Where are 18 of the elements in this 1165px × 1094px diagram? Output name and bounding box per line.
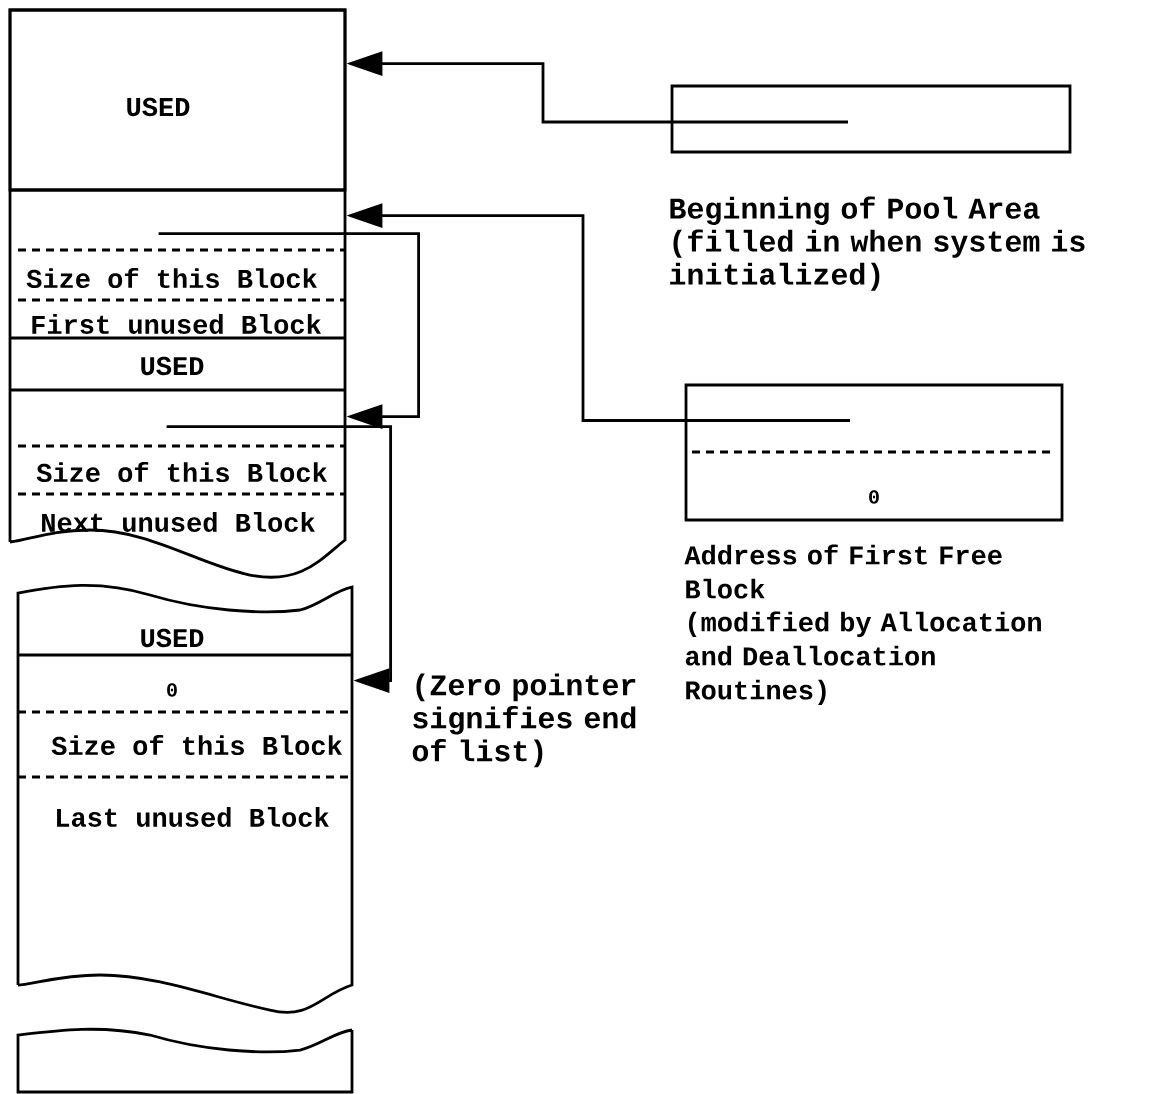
cell-label: USED [141,356,204,376]
memory-fragment [16,1027,354,1094]
cell-label: Size of this Block [36,461,327,483]
label-text: Beginning of Pool Area (filled in when system is initialized) [670,196,1085,291]
cell-label: 0 [869,490,879,504]
label-text: (modified by Allocation and Deallocation Routines) [685,611,1041,705]
cell-label: First unused Block [32,314,321,334]
note-text: (Zero pointer signifies end of list) [412,673,636,768]
cell-label: 0 [167,683,177,697]
cell-label: Size of this Block [26,267,317,289]
cell-label: Size of this Block [51,734,342,756]
arrow [166,425,392,693]
cell-label: Last unused Block [57,807,329,827]
arrow [158,232,420,429]
cell-label: USED [141,628,204,648]
cell-label: USED [127,97,190,117]
label-text: Address of First Free Block [684,544,1002,599]
memory-cell [8,8,347,192]
